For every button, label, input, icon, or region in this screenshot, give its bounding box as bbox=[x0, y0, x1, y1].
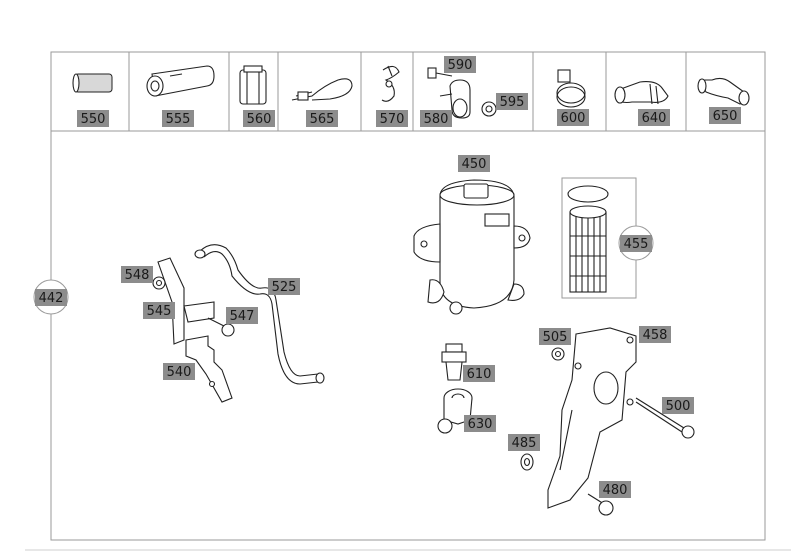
label-595[interactable]: 595 bbox=[496, 93, 528, 110]
label-560[interactable]: 560 bbox=[243, 110, 275, 127]
label-545-text: 545 bbox=[147, 304, 172, 319]
label-505-text: 505 bbox=[543, 330, 568, 345]
label-565[interactable]: 565 bbox=[306, 110, 338, 127]
label-640-text: 640 bbox=[642, 111, 667, 126]
label-548[interactable]: 548 bbox=[121, 266, 153, 283]
label-540-text: 540 bbox=[167, 365, 192, 380]
label-580[interactable]: 580 bbox=[420, 110, 452, 127]
part-590-bolt bbox=[427, 67, 453, 79]
part-525-pipe bbox=[194, 244, 325, 385]
part-640-connector bbox=[614, 81, 669, 105]
part-505-nut bbox=[551, 347, 565, 361]
label-590[interactable]: 590 bbox=[444, 56, 476, 73]
label-547-text: 547 bbox=[230, 309, 255, 324]
part-595-nut bbox=[481, 101, 497, 117]
label-442-text: 442 bbox=[39, 291, 64, 306]
part-560-clip bbox=[239, 65, 267, 105]
part-610-fitting bbox=[441, 343, 467, 381]
label-580-text: 580 bbox=[424, 112, 449, 127]
label-630[interactable]: 630 bbox=[464, 415, 496, 432]
label-560-text: 560 bbox=[247, 112, 272, 127]
label-565-text: 565 bbox=[310, 112, 335, 127]
part-485-nut bbox=[520, 453, 534, 471]
part-650-connector bbox=[697, 77, 750, 106]
label-525-text: 525 bbox=[272, 280, 297, 295]
label-555[interactable]: 555 bbox=[162, 110, 194, 127]
label-650-text: 650 bbox=[713, 109, 738, 124]
label-610-text: 610 bbox=[467, 367, 492, 382]
label-540[interactable]: 540 bbox=[163, 363, 195, 380]
label-458[interactable]: 458 bbox=[639, 326, 671, 343]
part-550-sleeve bbox=[72, 73, 113, 93]
label-485[interactable]: 485 bbox=[508, 434, 540, 451]
label-570[interactable]: 570 bbox=[376, 110, 408, 127]
label-500-text: 500 bbox=[666, 399, 691, 414]
label-545[interactable]: 545 bbox=[143, 302, 175, 319]
label-600[interactable]: 600 bbox=[557, 109, 589, 126]
label-550[interactable]: 550 bbox=[77, 110, 109, 127]
label-485-text: 485 bbox=[512, 436, 537, 451]
label-595-text: 595 bbox=[500, 95, 525, 110]
label-590-text: 590 bbox=[448, 58, 473, 73]
label-455[interactable]: 455 bbox=[620, 235, 652, 252]
part-480-bolt bbox=[587, 493, 614, 516]
label-640[interactable]: 640 bbox=[638, 109, 670, 126]
label-630-text: 630 bbox=[468, 417, 493, 432]
label-450[interactable]: 450 bbox=[458, 155, 490, 172]
label-547[interactable]: 547 bbox=[226, 307, 258, 324]
label-500[interactable]: 500 bbox=[662, 397, 694, 414]
label-450-text: 450 bbox=[462, 157, 487, 172]
part-545-bracket bbox=[157, 257, 215, 345]
label-600-text: 600 bbox=[561, 111, 586, 126]
label-442[interactable]: 442 bbox=[35, 289, 67, 306]
label-455-text: 455 bbox=[624, 237, 649, 252]
label-610[interactable]: 610 bbox=[463, 365, 495, 382]
part-458-bracket bbox=[547, 327, 637, 509]
part-570-clamp bbox=[381, 65, 400, 102]
part-565-cable-tie bbox=[291, 78, 353, 101]
label-480[interactable]: 480 bbox=[599, 481, 631, 498]
label-505[interactable]: 505 bbox=[539, 328, 571, 345]
part-450-filter-housing bbox=[413, 179, 531, 315]
part-540-bracket bbox=[185, 335, 233, 403]
part-555-hose bbox=[146, 65, 215, 97]
label-570-text: 570 bbox=[380, 112, 405, 127]
part-500-bolt bbox=[635, 397, 695, 439]
part-455-filter-element bbox=[561, 177, 637, 299]
part-548-nut bbox=[152, 276, 166, 290]
label-548-text: 548 bbox=[125, 268, 150, 283]
label-525[interactable]: 525 bbox=[268, 278, 300, 295]
part-580-bracket bbox=[439, 79, 471, 119]
label-650[interactable]: 650 bbox=[709, 107, 741, 124]
label-555-text: 555 bbox=[166, 112, 191, 127]
label-550-text: 550 bbox=[81, 112, 106, 127]
part-600-hose-clamp bbox=[556, 69, 586, 108]
label-480-text: 480 bbox=[603, 483, 628, 498]
label-458-text: 458 bbox=[643, 328, 668, 343]
